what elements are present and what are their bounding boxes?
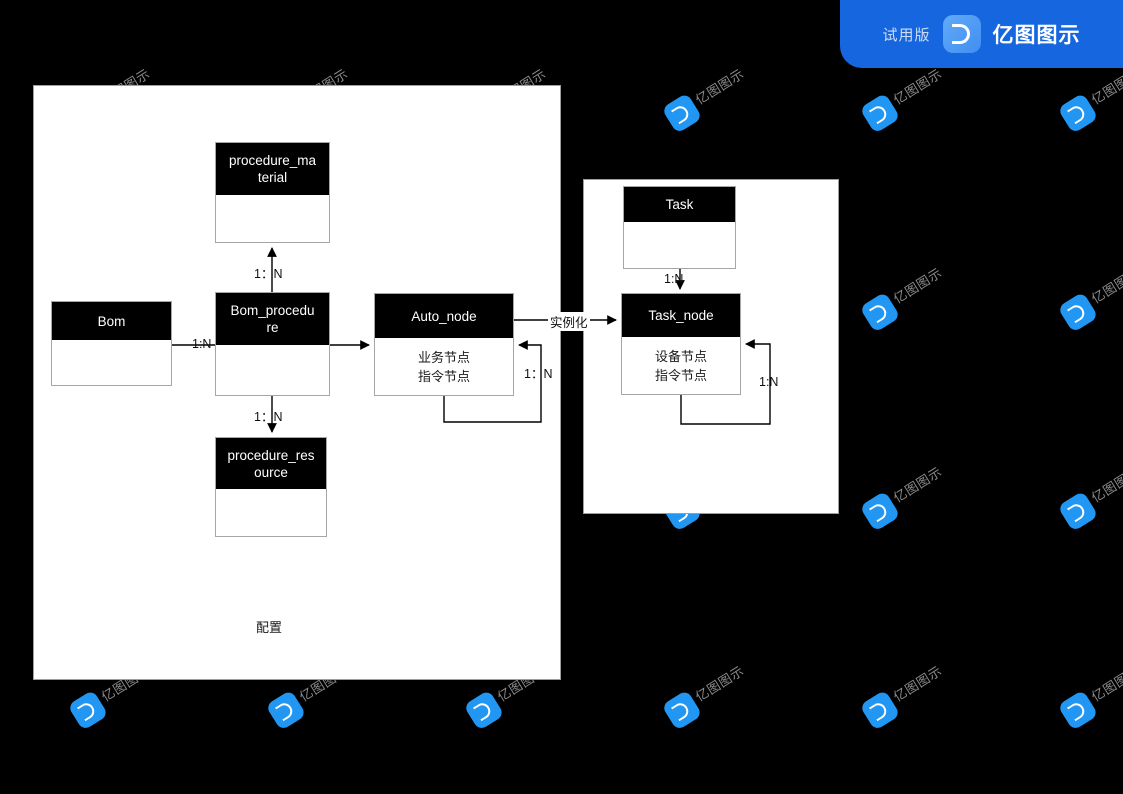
entity-auto-node[interactable]: Auto_node 业务节点 指令节点: [374, 293, 514, 396]
entity-body-line2: 指令节点: [417, 368, 470, 384]
entity-header-bom: Bom: [52, 302, 171, 340]
trial-label: 试用版: [882, 26, 931, 44]
entity-procedure-resource[interactable]: procedure_res ource: [215, 437, 327, 537]
entity-procedure-material[interactable]: procedure_ma terial: [215, 142, 330, 243]
entity-body-task-node: 设备节点 指令节点: [622, 337, 740, 394]
entity-header-procedure-material: procedure_ma terial: [216, 143, 329, 195]
edge-label-material-relation: 1：N: [254, 267, 283, 281]
entity-body-auto-node: 业务节点 指令节点: [375, 338, 513, 395]
entity-header-procedure-resource: procedure_res ource: [216, 438, 326, 489]
entity-body-bom: [52, 340, 171, 385]
entity-bom[interactable]: Bom: [51, 301, 172, 386]
entity-header-task-node: Task_node: [622, 294, 740, 337]
entity-header-task: Task: [624, 187, 735, 222]
edge-label-bom-relation: 1:N: [192, 337, 212, 351]
entity-title-task-node: Task_node: [648, 308, 714, 323]
entity-body-procedure-resource: [216, 489, 326, 536]
entity-title-task: Task: [665, 197, 694, 212]
entity-body-line2: 指令节点: [654, 367, 707, 383]
left-panel-caption: 配置: [256, 620, 283, 635]
entity-body-bom-procedure: [216, 345, 329, 395]
edge-label-tasknode-self-relation: 1:N: [759, 375, 779, 389]
entity-task[interactable]: Task: [623, 186, 736, 269]
entity-title-line2: ource: [254, 464, 288, 480]
entity-title-bom: Bom: [97, 313, 126, 329]
entity-body-line1: 设备节点: [654, 348, 707, 364]
edraw-logo-icon: [942, 15, 981, 53]
edge-label-resource-relation: 1：N: [254, 410, 283, 424]
entity-task-node[interactable]: Task_node 设备节点 指令节点: [621, 293, 741, 395]
brand-name: 亿图图示: [992, 24, 1081, 47]
entity-body-task: [624, 222, 735, 268]
entity-title-line1: procedure_ma: [228, 153, 317, 168]
trial-version-badge[interactable]: 试用版 亿图图示: [840, 0, 1123, 68]
entity-title-line2: re: [266, 320, 279, 335]
entity-body-procedure-material: [216, 195, 329, 242]
edge-label-task-relation: 1:N: [664, 272, 684, 286]
entity-body-line1: 业务节点: [417, 349, 470, 365]
edge-label-autonode-self-relation: 1：N: [524, 367, 553, 381]
entity-title-line1: procedure_res: [227, 447, 315, 463]
entity-title-line2: terial: [257, 170, 288, 185]
entity-bom-procedure[interactable]: Bom_procedu re: [215, 292, 330, 396]
edge-label-instantiate: 实例化: [548, 312, 590, 331]
entity-header-auto-node: Auto_node: [375, 294, 513, 338]
entity-title-auto-node: Auto_node: [411, 308, 477, 324]
entity-header-bom-procedure: Bom_procedu re: [216, 293, 329, 345]
entity-title-line1: Bom_procedu: [230, 303, 315, 318]
